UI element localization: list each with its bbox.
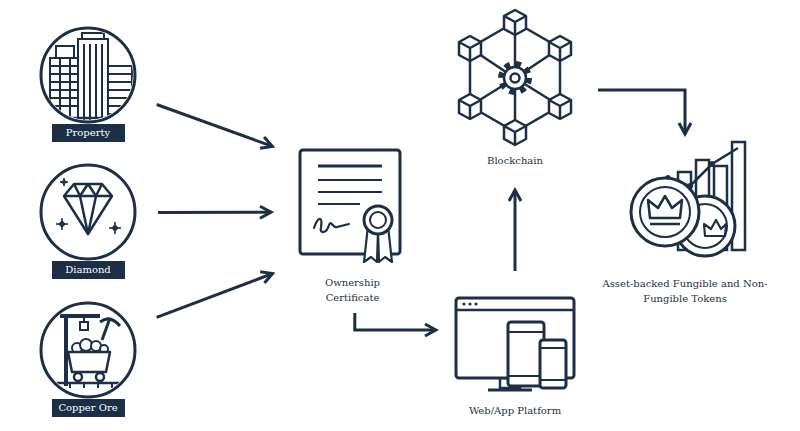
node-label: Ownership Certificate: [308, 275, 398, 305]
node-label: Asset-backed Fungible and Non-Fungible T…: [603, 276, 768, 306]
label-holder: Web/App Platform: [450, 403, 580, 418]
mine-cart-icon: [40, 303, 136, 397]
band-label: Copper Ore: [52, 399, 125, 417]
certificate-node: Ownership Certificate: [295, 145, 410, 305]
band-label: Property: [52, 124, 125, 142]
asset-circle: Diamond: [40, 162, 136, 282]
tokens-icon: [631, 142, 745, 256]
flow-arrow: [598, 90, 685, 134]
diamond-icon: [41, 165, 135, 259]
certificate-icon: [300, 150, 400, 262]
label-holder: Blockchain: [450, 153, 580, 168]
asset-circle: Property: [40, 25, 136, 145]
token-node: Asset-backed Fungible and Non-Fungible T…: [600, 138, 770, 306]
flow-arrow: [157, 274, 273, 318]
label-holder: Asset-backed Fungible and Non-Fungible T…: [600, 276, 770, 306]
label-holder: Diamond: [40, 261, 136, 279]
node-label: Blockchain: [487, 153, 543, 168]
flow-arrow: [514, 190, 517, 271]
asset-circle: Copper Ore: [40, 300, 136, 420]
devices-icon: [456, 298, 574, 390]
platform-node: Web/App Platform: [450, 293, 580, 418]
band-label: Diamond: [52, 261, 125, 279]
label-holder: Ownership Certificate: [295, 275, 410, 305]
label-holder: Property: [40, 124, 136, 142]
building-icon: [40, 28, 136, 128]
blockchain-node: Blockchain: [450, 3, 580, 168]
blockchain-icon: [459, 10, 571, 145]
flow-arrow: [157, 105, 273, 147]
label-holder: Copper Ore: [40, 399, 136, 417]
flow-arrow: [158, 211, 271, 214]
flow-arrow: [355, 313, 436, 330]
node-label: Web/App Platform: [469, 403, 561, 418]
